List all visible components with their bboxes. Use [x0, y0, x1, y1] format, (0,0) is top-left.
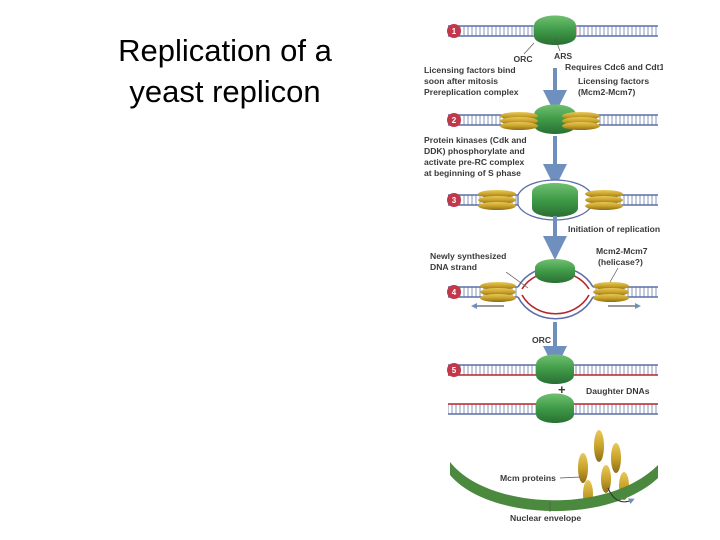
step-5: + Daughter DNAs	[448, 354, 658, 423]
label-nuclear-envelope: Nuclear envelope	[510, 513, 581, 523]
mcm-helicase-right	[593, 282, 629, 302]
label-licensing-bind-1: Licensing factors bind	[424, 65, 516, 75]
label-licensing-bind-2: soon after mitosis	[424, 76, 498, 86]
label-licensing-factors-1: Licensing factors	[578, 76, 649, 86]
step-5-marker: 5	[447, 363, 461, 377]
label-ars: ARS	[554, 51, 572, 61]
label-orc: ORC	[513, 54, 532, 64]
mcm-proteins-free	[578, 430, 629, 508]
label-mcm-helicase-2: (helicase?)	[598, 257, 643, 267]
label-newly-1: Newly synthesized	[430, 251, 506, 261]
replicon-diagram: 1 ORC ARS Licensing factors bind soon af…	[424, 15, 663, 523]
label-initiation: Initiation of replication	[568, 224, 660, 234]
step-1	[448, 15, 658, 45]
mcm-left-3	[478, 190, 516, 210]
step-2-marker: 2	[447, 113, 461, 127]
label-kinases-4: at beginning of S phase	[424, 168, 521, 178]
label-licensing-factors-2: (Mcm2-Mcm7)	[578, 87, 635, 97]
label-mcm-helicase-1: Mcm2-Mcm7	[596, 246, 648, 256]
mcm-helicase-left	[480, 282, 516, 302]
step-5-number: 5	[452, 366, 457, 375]
title-line-2: yeast replicon	[129, 74, 321, 109]
step-3-marker: 3	[447, 193, 461, 207]
label-daughter: Daughter DNAs	[586, 386, 650, 396]
label-newly-2: DNA strand	[430, 262, 477, 272]
nuclear-envelope	[450, 462, 658, 512]
step-4: Newly synthesized DNA strand Mcm2-Mcm7 (…	[430, 246, 658, 320]
label-orc-2: ORC	[532, 335, 551, 345]
step-2-number: 2	[452, 116, 457, 125]
step-1-number: 1	[452, 27, 457, 36]
daughter-dna-top	[448, 354, 658, 384]
step-4-number: 4	[452, 288, 457, 297]
step-3-number: 3	[452, 196, 457, 205]
label-kinases-3: activate pre-RC complex	[424, 157, 525, 167]
label-plus: +	[558, 382, 566, 397]
mcm-complex-right	[562, 112, 600, 130]
mcm-right-3	[585, 190, 623, 210]
step-4-marker: 4	[447, 285, 461, 299]
step-3	[448, 179, 658, 221]
step-1-marker: 1	[447, 24, 461, 38]
label-prerep: Prereplication complex	[424, 87, 519, 97]
label-kinases-1: Protein kinases (Cdk and	[424, 135, 527, 145]
title-line-1: Replication of a	[118, 33, 332, 68]
orc-complex	[534, 15, 576, 45]
slide-title: Replication of a yeast replicon	[60, 30, 390, 112]
label-requires: Requires Cdc6 and Cdt1	[565, 62, 663, 72]
label-kinases-2: DDK) phosphorylate and	[424, 146, 525, 156]
label-mcm-proteins: Mcm proteins	[500, 473, 556, 483]
step-2	[448, 104, 658, 134]
daughter-dna-bottom	[448, 393, 658, 423]
mcm-complex-left	[500, 112, 538, 130]
